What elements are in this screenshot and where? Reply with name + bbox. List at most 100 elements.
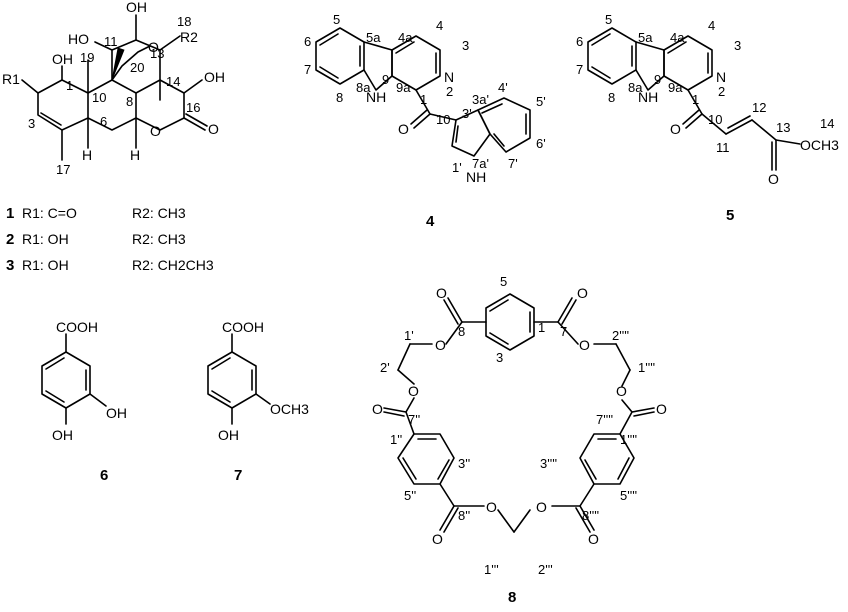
atom-number: 10 [92, 90, 106, 105]
bond-c10-o [685, 113, 703, 129]
aromatic-bond [437, 459, 450, 480]
compound-number: 3 [6, 257, 14, 274]
bond [445, 321, 463, 345]
atom-number: 16 [186, 100, 200, 115]
atom-number: 2' [380, 360, 390, 375]
atom-number: 7'' [408, 412, 420, 427]
aromatic-bond [667, 41, 687, 54]
atom-number: 8'' [458, 508, 470, 523]
atom-number: 17 [56, 162, 70, 177]
compound-number: 7 [234, 467, 242, 484]
oxygen-atom: O [408, 383, 419, 399]
oxygen-atom: O [436, 285, 447, 301]
wedge-c11 [111, 47, 125, 81]
oxygen-atom: O [588, 531, 599, 547]
oxygen-atom: O [656, 401, 667, 417]
atom-number: 7a' [472, 156, 489, 171]
atom-number: 5'' [404, 488, 416, 503]
atom-number: 11 [104, 34, 118, 49]
aromatic-bond [45, 357, 65, 370]
r1-substituent: R1: C=O [22, 205, 77, 221]
atom-number: 5'''' [620, 488, 637, 503]
atom-label: OCH3 [800, 137, 839, 153]
oxygen-atom: O [536, 499, 547, 515]
atom-label: OH [126, 0, 147, 15]
atom-label: OH [204, 69, 225, 85]
compound-4-structure: 5 5a 4a 4 3 6 7 8 8a 9a N 2 NH 9 1 10 O … [304, 12, 546, 230]
oxygen-atom: O [372, 401, 383, 417]
atom-number: 5a [638, 30, 653, 45]
atom-label: H [82, 147, 92, 163]
atom-number: 2'''' [612, 328, 629, 343]
bond-c12-c13 [751, 119, 777, 141]
atom-number: 8 [458, 324, 465, 339]
atom-label: O [768, 171, 779, 187]
atom-number: 4a [398, 30, 413, 45]
atom-number: 13 [776, 120, 790, 135]
atom-number: 1 [420, 92, 427, 107]
aromatic-bond [319, 66, 339, 79]
bond-c11-c12-double [727, 115, 751, 129]
atom-number: 10 [436, 112, 450, 127]
atom-number: 5a [366, 30, 381, 45]
oxygen-atom: O [577, 285, 588, 301]
ring-a-bonds [37, 79, 89, 131]
atom-number: 8'''' [582, 508, 599, 523]
atom-number: 9a [396, 80, 411, 95]
atom-number: 3a' [472, 92, 489, 107]
atom-number: 6' [536, 136, 546, 151]
variant-3: 3 R1: OH R2: CH2CH3 [6, 257, 214, 274]
aromatic-bond [489, 299, 509, 312]
benzene-ring [587, 27, 637, 85]
compound-number: 5 [726, 207, 734, 224]
oxygen-atom: O [616, 383, 627, 399]
atom-number: 3 [28, 116, 35, 131]
atom-number: 14 [166, 74, 180, 89]
atom-number: 19 [80, 50, 94, 65]
compound-7-structure: COOH OCH3 OH 7 [207, 319, 309, 484]
bond [439, 483, 455, 507]
compound-5-structure: 5 5a 4a 4 3 6 7 8 8a 9a N 2 NH 9 1 10 O … [576, 12, 839, 224]
bond-oh-3 [89, 393, 107, 407]
atom-label: OH [52, 51, 73, 67]
atom-number: 14 [820, 116, 834, 131]
bond-c10-c11 [701, 113, 727, 135]
atom-label: HO [68, 31, 89, 47]
aromatic-bond [584, 459, 597, 480]
aromatic-bond [455, 125, 459, 143]
atom-label: O [150, 123, 161, 139]
bond-c10-o-double [682, 109, 700, 125]
bond-och3 [255, 393, 271, 405]
bond [619, 411, 633, 435]
atom-number: 7'''' [596, 412, 613, 427]
aromatic-bond [493, 133, 505, 147]
compound-number: 6 [100, 467, 108, 484]
bond-co [439, 505, 455, 531]
oxygen-atom: O [579, 337, 590, 353]
bond-co-double [383, 411, 405, 417]
aromatic-bond [617, 457, 630, 480]
atom-number: 3'''' [540, 456, 557, 471]
r2-substituent: R2: CH3 [132, 205, 186, 221]
bond-c15-oh [183, 79, 203, 94]
atom-number: 4' [498, 80, 508, 95]
atom-label: N [444, 69, 454, 85]
atom-label: H [130, 147, 140, 163]
bond [615, 343, 631, 371]
atom-number: 7 [560, 324, 567, 339]
aromatic-bond [591, 66, 611, 79]
atom-label: O [208, 121, 219, 137]
atom-label: OH [52, 427, 73, 443]
bridge-c20-o [111, 45, 151, 81]
atom-number: 3 [734, 38, 741, 53]
bond [497, 509, 515, 533]
atom-label: OH [106, 405, 127, 421]
atom-number: 6 [304, 34, 311, 49]
atom-number: 7 [304, 62, 311, 77]
bond [621, 369, 631, 387]
atom-number: 8 [126, 94, 133, 109]
bond [405, 397, 415, 413]
atom-number: 3 [462, 38, 469, 53]
atom-number: 1''' [484, 562, 499, 577]
